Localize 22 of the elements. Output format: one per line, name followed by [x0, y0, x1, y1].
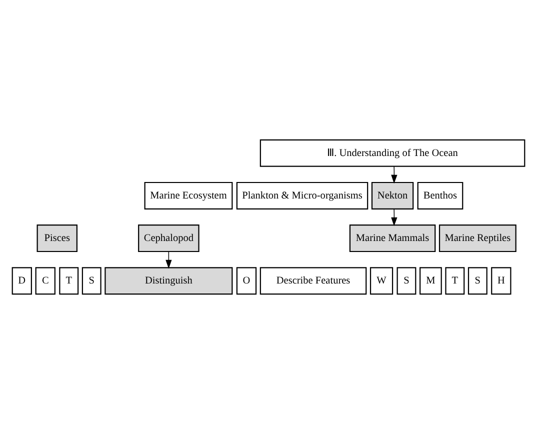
node-box: Benthos [417, 181, 464, 209]
node-box: S [468, 266, 488, 294]
node-box: Marine Reptiles [438, 224, 516, 252]
node-box: D [12, 266, 32, 294]
node-box: Pisces [36, 224, 78, 252]
node-box: Plankton & Micro-organisms [236, 181, 368, 209]
node-box: O [236, 266, 257, 294]
node-box: S [396, 266, 416, 294]
node-box: M [420, 266, 442, 294]
node-box: S [82, 266, 102, 294]
node-box: Nekton [371, 181, 414, 209]
node-box: Distinguish [104, 266, 233, 294]
node-box: Describe Features [260, 266, 367, 294]
node-box: Ⅲ. Understanding of The Ocean [260, 138, 526, 166]
node-box: T [59, 266, 79, 294]
node-box: W [370, 266, 394, 294]
node-box: C [35, 266, 56, 294]
node-box: Marine Mammals [349, 224, 436, 252]
node-box: H [491, 266, 512, 294]
node-box: Marine Ecosystem [144, 181, 233, 209]
node-box: T [445, 266, 465, 294]
node-box: Cephalopod [138, 224, 200, 252]
